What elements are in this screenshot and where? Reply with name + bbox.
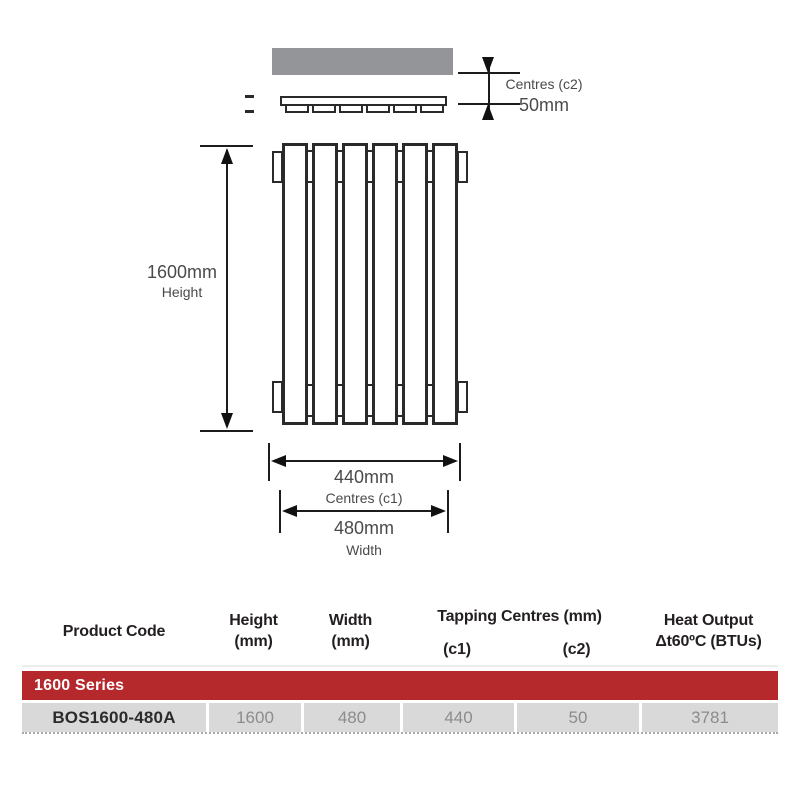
radiator-panel xyxy=(372,143,398,425)
cell-width: 480 xyxy=(301,703,400,732)
width-value-text: 480mm xyxy=(333,518,395,538)
header-heat-output: Heat Output Δt60ºC (BTUs) xyxy=(655,612,762,650)
c1-value-text: 440mm xyxy=(333,467,395,487)
c2-arrow-up-icon xyxy=(482,104,494,120)
cell-product-code: BOS1600-480A xyxy=(22,703,206,732)
header-product-code: Product Code xyxy=(62,622,166,640)
width-dim-tick-left xyxy=(279,490,281,533)
bracket-tab-top-right xyxy=(457,151,468,183)
radiator-panel xyxy=(342,143,368,425)
wall-block xyxy=(272,48,453,75)
radiator-panel xyxy=(312,143,338,425)
c1-dim-tick-left xyxy=(268,443,270,481)
width-arrow-left-icon xyxy=(282,505,297,517)
series-band: 1600 Series xyxy=(22,671,778,700)
header-c2: (c2) xyxy=(562,641,591,658)
c1-dim-line xyxy=(280,460,449,462)
header-c1: (c1) xyxy=(443,641,471,658)
c1-dim-tick-right xyxy=(459,443,461,481)
spec-table: Product Code Height (mm) Width (mm) Tapp… xyxy=(22,599,778,734)
header-height: Height (mm) xyxy=(229,612,278,650)
c1-label-text: Centres (c1) xyxy=(325,490,403,506)
c2-arrow-down-icon xyxy=(482,57,494,73)
c2-dim-line xyxy=(488,60,490,118)
height-dim-tick-bottom xyxy=(200,430,253,432)
cell-c1: 440 xyxy=(400,703,514,732)
break-mark-top xyxy=(245,95,254,98)
height-dim-tick-top xyxy=(200,145,253,147)
width-dim-tick-right xyxy=(447,490,449,533)
height-label-text: Height xyxy=(161,283,203,300)
width-label-text: Width xyxy=(346,542,382,558)
height-dim-label: 1600mm Height xyxy=(132,261,232,301)
c2-value-text: 50mm xyxy=(518,94,569,115)
plan-fin xyxy=(285,104,309,113)
plan-fin xyxy=(366,104,390,113)
cell-heat-output: 3781 xyxy=(639,703,778,732)
plan-fin xyxy=(339,104,363,113)
plan-view-bar xyxy=(280,96,447,106)
plan-fin xyxy=(312,104,336,113)
header-tapping-subrow: (c1) (c2) xyxy=(400,641,639,665)
break-mark-bottom xyxy=(245,110,254,113)
width-dim-line xyxy=(291,510,437,512)
plan-fin xyxy=(393,104,417,113)
header-tapping-centres: Tapping Centres (mm) xyxy=(437,608,602,625)
radiator-panel xyxy=(432,143,458,425)
cell-height: 1600 xyxy=(206,703,301,732)
c1-arrow-left-icon xyxy=(271,455,286,467)
height-dim-line xyxy=(226,150,228,426)
radiator-panel xyxy=(282,143,308,425)
radiator-panel xyxy=(402,143,428,425)
height-arrow-down-icon xyxy=(221,413,233,429)
header-tapping-group: Tapping Centres (mm) (c1) (c2) xyxy=(400,599,639,665)
height-value-text: 1600mm xyxy=(146,262,218,282)
c2-dim-label: Centres (c2) 50mm xyxy=(496,76,592,116)
spec-table-header: Product Code Height (mm) Width (mm) Tapp… xyxy=(22,599,778,667)
c1-arrow-right-icon xyxy=(443,455,458,467)
header-width: Width (mm) xyxy=(328,612,373,650)
width-arrow-right-icon xyxy=(431,505,446,517)
height-arrow-up-icon xyxy=(221,148,233,164)
bracket-tab-bottom-right xyxy=(457,381,468,413)
c2-label-text: Centres (c2) xyxy=(505,76,583,92)
table-row: BOS1600-480A 1600 480 440 50 3781 xyxy=(22,703,778,734)
plan-fin xyxy=(420,104,444,113)
cell-c2: 50 xyxy=(514,703,639,732)
